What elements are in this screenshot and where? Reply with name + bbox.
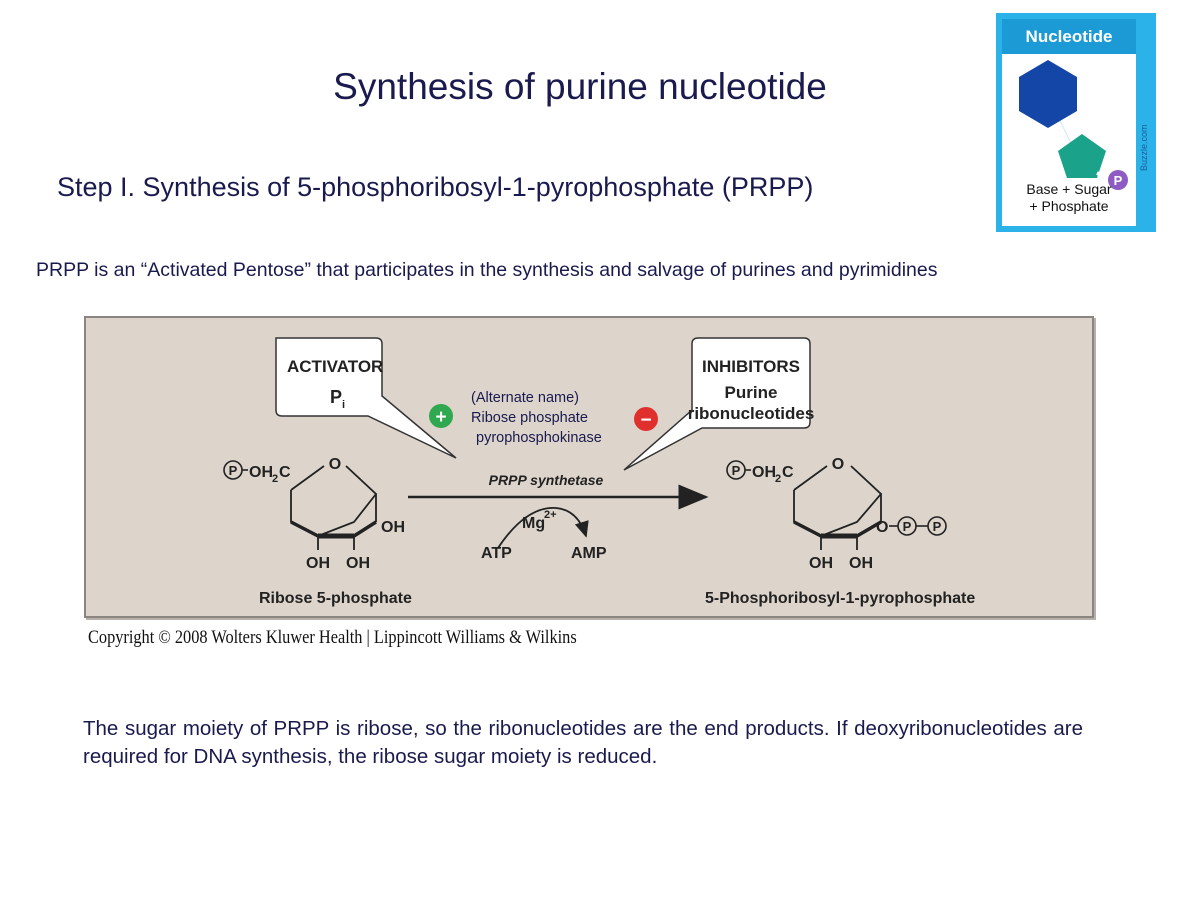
base-hexagon-icon (1019, 60, 1077, 128)
substrate-ring-oxygen: O (329, 456, 341, 473)
phosphate-circle-icon (1108, 170, 1128, 190)
product-c2-hydroxyl: OH (809, 555, 833, 572)
inhibitor-minus-icon (634, 407, 658, 431)
copyright-text: Copyright © 2008 Wolters Kluwer Health |… (88, 627, 577, 648)
ribose-5-phosphate-structure: P OH 2 C O OH OH OH (223, 456, 405, 572)
substrate-name: Ribose 5-phosphate (259, 590, 412, 607)
substrate-phosphate-symbol: P (229, 463, 238, 478)
step-heading: Step I. Synthesis of 5-phosphoribosyl-1-… (57, 172, 814, 202)
inhibitors-callout (623, 337, 811, 471)
page-title: Synthesis of purine nucleotide (333, 66, 827, 107)
activator-callout (275, 337, 457, 459)
card-caption-line2: + Phosphate (1029, 198, 1109, 214)
cofactor-label: Mg (522, 515, 545, 532)
product-ch2-subscript: 2 (775, 473, 781, 485)
product-oh-group: OH (752, 464, 776, 481)
substrate-oh-group: OH (249, 464, 273, 481)
substrate-c2-hydroxyl: OH (306, 555, 330, 572)
enzyme-label: PRPP synthetase (489, 472, 604, 488)
card-caption-line1: Base + Sugar (1026, 181, 1112, 197)
pyrophosphate-p2-icon (927, 516, 947, 536)
amp-label: AMP (571, 545, 607, 562)
intro-text: PRPP is an “Activated Pentose” that part… (36, 259, 938, 281)
reaction-diagram-svg: ACTIVATOR P i INHIBITORS Purine ribonucl… (223, 337, 975, 607)
nucleotide-card-title: Nucleotide (1002, 19, 1136, 54)
reaction-diagram: ACTIVATOR P i INHIBITORS Purine ribonucl… (84, 316, 1094, 618)
product-name: 5-Phosphoribosyl-1-pyrophosphate (705, 590, 975, 607)
inhibitors-value-line1: Purine (725, 383, 778, 402)
plus-symbol: + (435, 407, 446, 428)
product-ring-oxygen: O (832, 456, 844, 473)
product-ch2-c: C (782, 464, 794, 481)
alt-name-line3: pyrophosphokinase (476, 430, 602, 446)
pyrophosphate-p1: P (903, 519, 912, 534)
activator-label: ACTIVATOR (287, 357, 383, 376)
product-phosphate-symbol: P (732, 463, 741, 478)
prpp-structure: P OH 2 C O O P P OH OH (726, 456, 947, 572)
activator-subscript: i (342, 399, 345, 411)
nucleotide-card-caption: Base + Sugar + Phosphate (1002, 181, 1136, 215)
product-c1-oxygen: O (876, 519, 888, 536)
cofactor-charge: 2+ (544, 509, 557, 521)
substrate-c3-hydroxyl: OH (346, 555, 370, 572)
minus-symbol: − (640, 410, 651, 431)
activator-plus-icon (429, 404, 453, 428)
alt-name-line2: Ribose phosphate (471, 410, 588, 426)
sugar-pentagon-icon (1058, 134, 1106, 178)
pyrophosphate-p2: P (933, 519, 942, 534)
activator-value: P (330, 387, 342, 407)
alt-name-line1: (Alternate name) (471, 390, 579, 406)
substrate-c1-hydroxyl: OH (381, 519, 405, 536)
inhibitors-value-line2: ribonucleotides (688, 404, 815, 423)
bottom-note: The sugar moiety of PRPP is ribose, so t… (83, 717, 1083, 768)
product-c3-hydroxyl: OH (849, 555, 873, 572)
nucleotide-illustration: P (1019, 60, 1128, 190)
substrate-ch2-subscript: 2 (272, 473, 278, 485)
substrate-ch2-c: C (279, 464, 291, 481)
atp-amp-arrow (497, 507, 589, 549)
nucleotide-card: Nucleotide P Base + Sugar + Phosphate Bu… (996, 13, 1156, 232)
inhibitors-label: INHIBITORS (702, 357, 800, 376)
atp-label: ATP (481, 545, 512, 562)
phosphate-symbol: P (1114, 173, 1123, 188)
card-watermark: Buzzle.com (1139, 124, 1149, 171)
